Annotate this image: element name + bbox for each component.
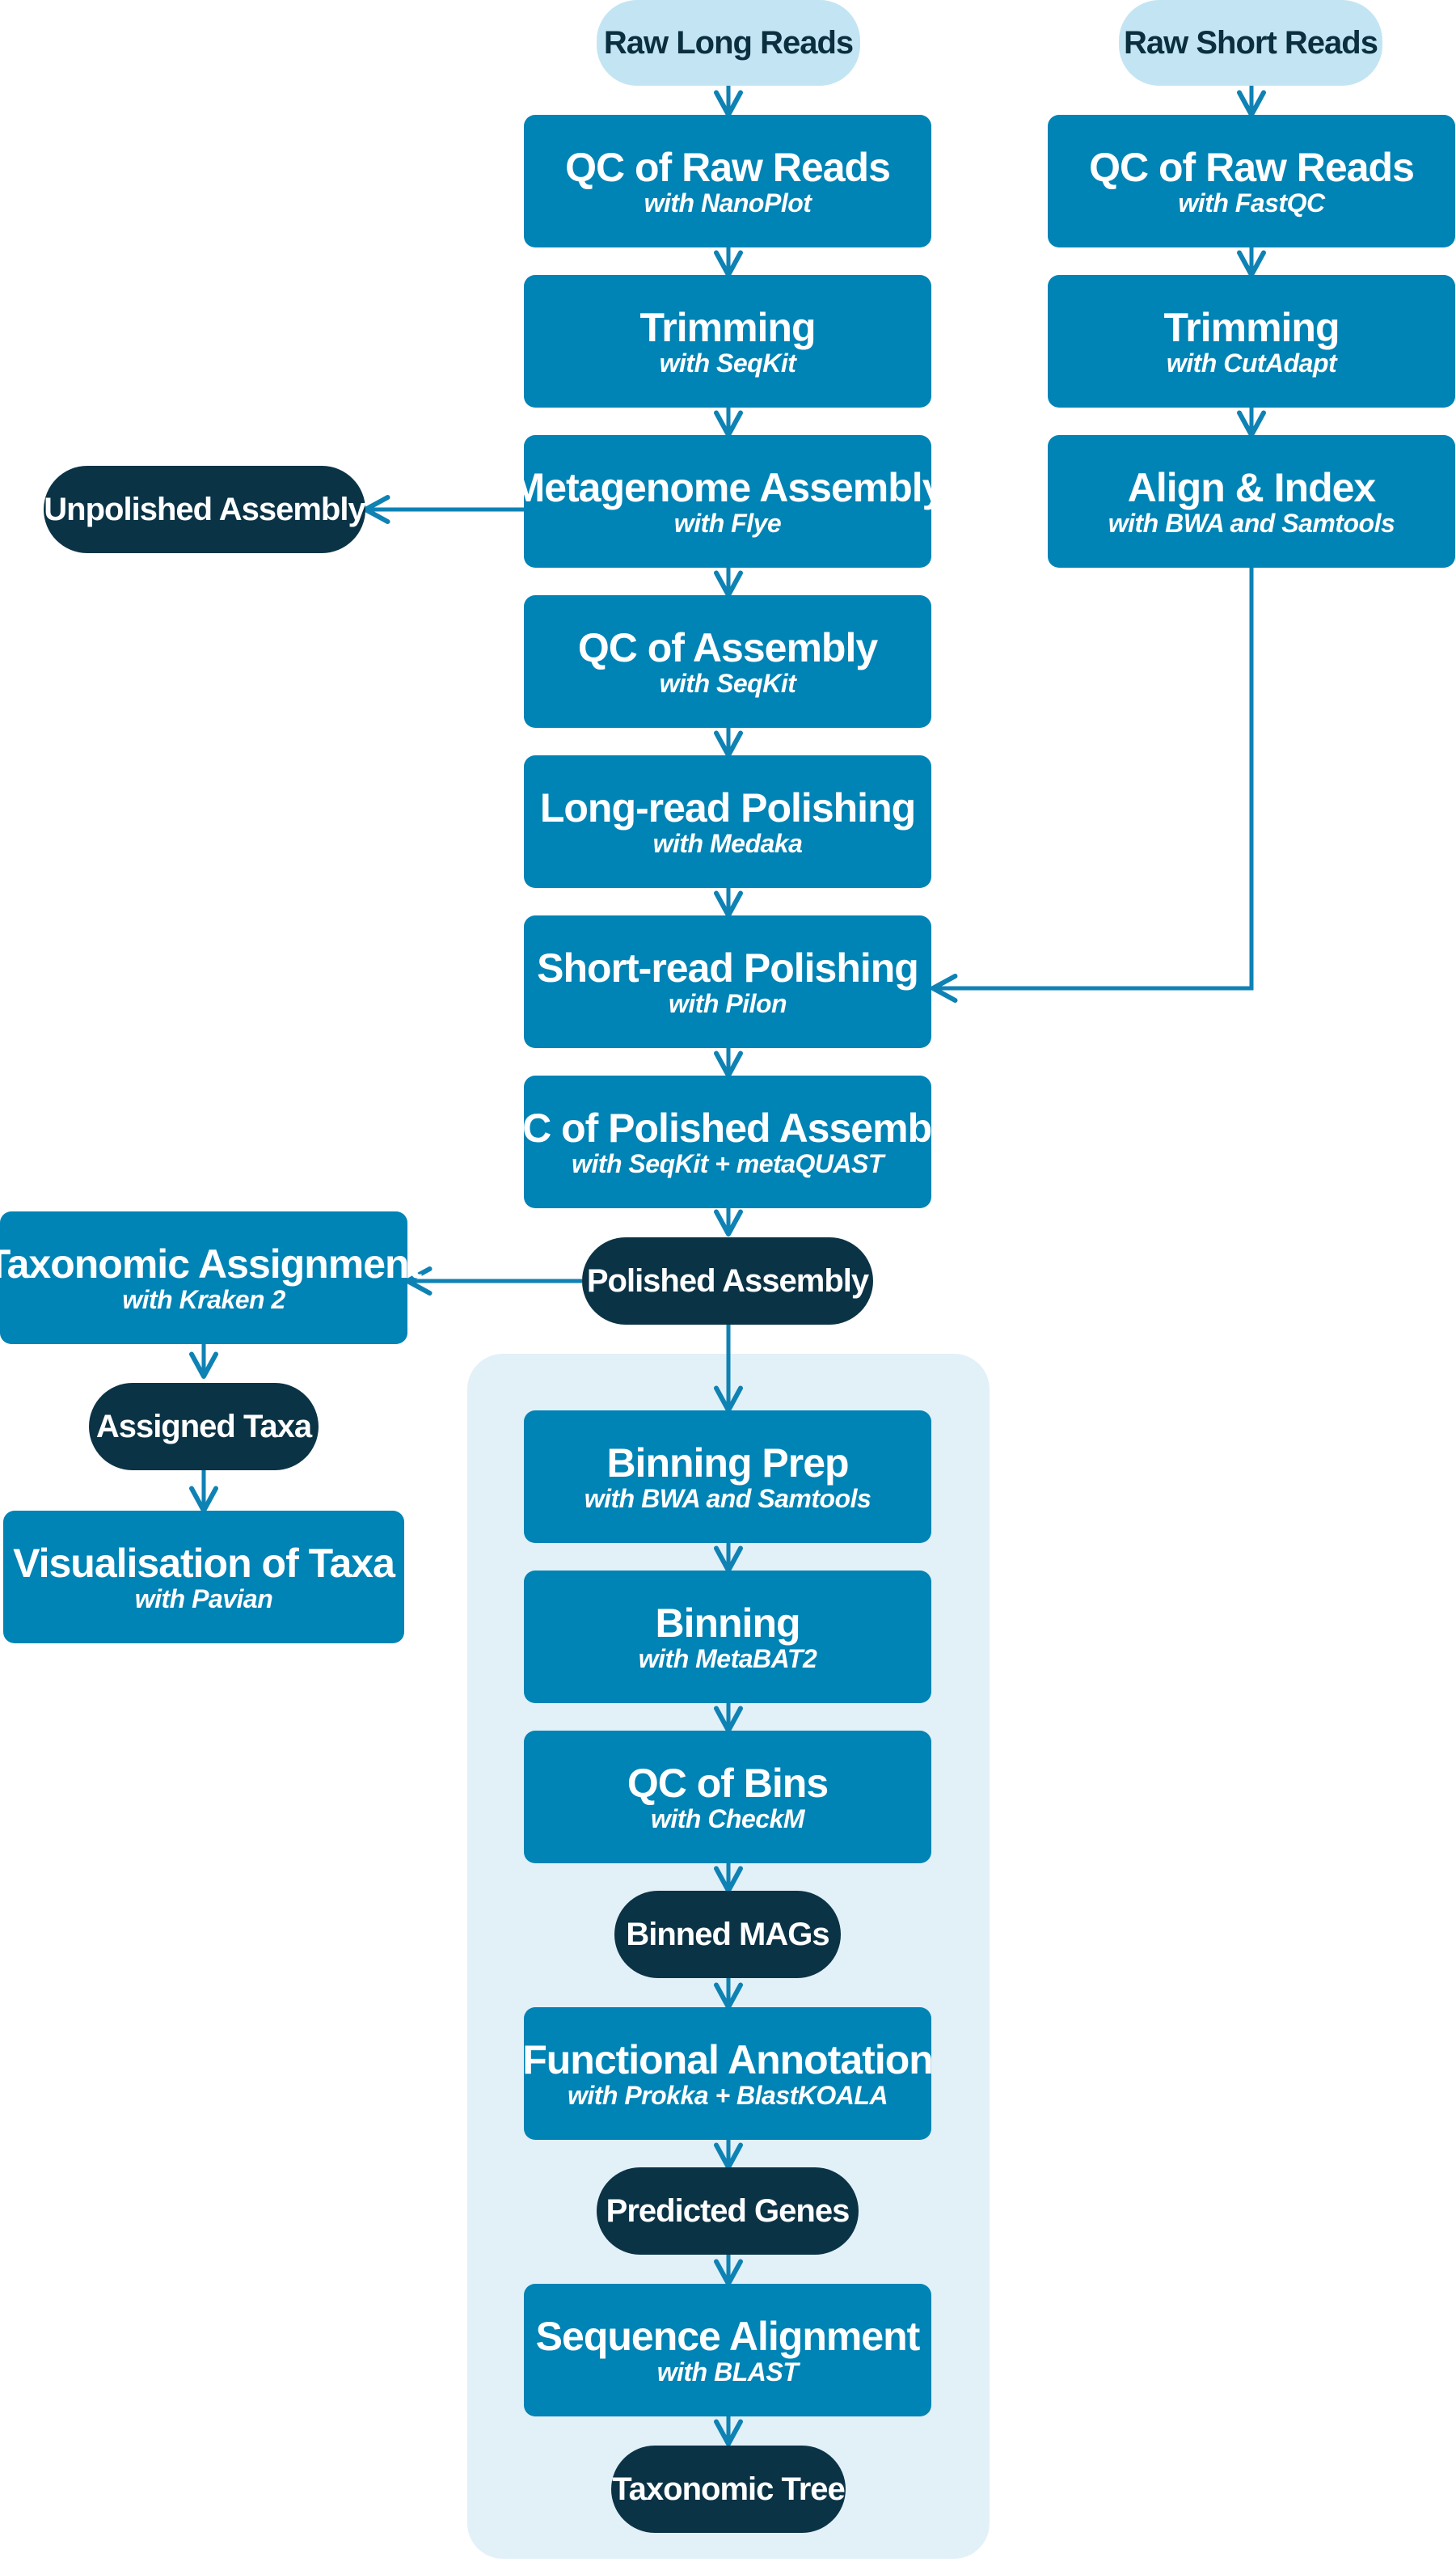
step-sequence-alignment: Sequence Alignment with BLAST bbox=[524, 2284, 931, 2416]
step-tool: with BLAST bbox=[656, 2357, 799, 2387]
step-qc-of-bins: QC of Bins with CheckM bbox=[524, 1731, 931, 1863]
step-tool: with SeqKit + metaQUAST bbox=[572, 1149, 884, 1178]
step-title: QC of Polished Assembly bbox=[492, 1106, 964, 1151]
unpolished-assembly-label: Unpolished Assembly bbox=[44, 492, 365, 527]
step-tool: with SeqKit bbox=[659, 349, 796, 378]
step-tool: with SeqKit bbox=[659, 669, 796, 698]
step-title: QC of Assembly bbox=[577, 625, 878, 670]
step-title: Trimming bbox=[639, 305, 816, 350]
predicted-genes-output: Predicted Genes bbox=[597, 2167, 859, 2255]
step-short-read-polishing: Short-read Polishing with Pilon bbox=[524, 915, 931, 1048]
step-tool: with NanoPlot bbox=[644, 188, 812, 218]
step-title: Taxonomic Assignment bbox=[0, 1241, 422, 1287]
step-qc-raw-short-reads: QC of Raw Reads with FastQC bbox=[1048, 115, 1455, 247]
step-title: Binning Prep bbox=[606, 1440, 849, 1486]
step-tool: with BWA and Samtools bbox=[584, 1484, 871, 1513]
step-trimming-short: Trimming with CutAdapt bbox=[1048, 275, 1455, 408]
polished-assembly-label: Polished Assembly bbox=[586, 1263, 869, 1299]
step-qc-assembly: QC of Assembly with SeqKit bbox=[524, 595, 931, 728]
binned-mags-label: Binned MAGs bbox=[626, 1917, 829, 1952]
step-long-read-polishing: Long-read Polishing with Medaka bbox=[524, 755, 931, 888]
step-tool: with Flye bbox=[673, 509, 782, 538]
step-tool: with Pilon bbox=[668, 989, 787, 1018]
step-title: Short-read Polishing bbox=[537, 945, 919, 991]
step-taxonomic-assignment: Taxonomic Assignment with Kraken 2 bbox=[0, 1211, 422, 1344]
step-tool: with Pavian bbox=[134, 1584, 273, 1613]
step-title: QC of Bins bbox=[627, 1761, 829, 1806]
taxonomic-tree-label: Taxonomic Tree bbox=[612, 2471, 846, 2507]
step-qc-polished-assembly: QC of Polished Assembly with SeqKit + me… bbox=[492, 1076, 964, 1208]
raw-short-reads-label: Raw Short Reads bbox=[1124, 25, 1378, 61]
step-functional-annotation: Functional Annotation with Prokka + Blas… bbox=[522, 2007, 934, 2140]
step-title: QC of Raw Reads bbox=[1089, 145, 1415, 190]
step-metagenome-assembly: Metagenome Assembly with Flye bbox=[512, 435, 944, 568]
step-title: Functional Annotation bbox=[522, 2037, 934, 2082]
taxonomic-tree-output: Taxonomic Tree bbox=[611, 2446, 846, 2533]
step-title: Metagenome Assembly bbox=[511, 465, 945, 510]
step-title: QC of Raw Reads bbox=[565, 145, 891, 190]
step-tool: with Medaka bbox=[652, 829, 803, 858]
step-visualisation-of-taxa: Visualisation of Taxa with Pavian bbox=[3, 1511, 404, 1643]
raw-long-reads-input: Raw Long Reads bbox=[597, 0, 860, 86]
step-tool: with MetaBAT2 bbox=[638, 1644, 817, 1673]
step-tool: with Kraken 2 bbox=[122, 1285, 285, 1314]
step-tool: with CutAdapt bbox=[1166, 349, 1337, 378]
step-binning-prep: Binning Prep with BWA and Samtools bbox=[524, 1410, 931, 1543]
step-tool: with Prokka + BlastKOALA bbox=[567, 2081, 888, 2110]
predicted-genes-label: Predicted Genes bbox=[606, 2193, 850, 2229]
step-title: Visualisation of Taxa bbox=[13, 1541, 395, 1586]
step-tool: with CheckM bbox=[650, 1804, 805, 1833]
step-binning: Binning with MetaBAT2 bbox=[524, 1571, 931, 1703]
step-align-and-index: Align & Index with BWA and Samtools bbox=[1048, 435, 1455, 568]
binned-mags-output: Binned MAGs bbox=[614, 1891, 841, 1978]
assigned-taxa-label: Assigned Taxa bbox=[95, 1409, 312, 1444]
step-tool: with BWA and Samtools bbox=[1108, 509, 1395, 538]
step-title: Align & Index bbox=[1127, 465, 1376, 510]
step-title: Long-read Polishing bbox=[539, 785, 916, 831]
step-tool: with FastQC bbox=[1178, 188, 1325, 218]
raw-short-reads-input: Raw Short Reads bbox=[1119, 0, 1382, 86]
step-trimming-long: Trimming with SeqKit bbox=[524, 275, 931, 408]
unpolished-assembly-output: Unpolished Assembly bbox=[44, 466, 366, 553]
step-title: Binning bbox=[655, 1600, 800, 1646]
step-title: Sequence Alignment bbox=[535, 2314, 921, 2359]
polished-assembly-output: Polished Assembly bbox=[582, 1237, 873, 1325]
step-title: Trimming bbox=[1163, 305, 1340, 350]
assigned-taxa-output: Assigned Taxa bbox=[89, 1383, 319, 1470]
step-qc-raw-long-reads: QC of Raw Reads with NanoPlot bbox=[524, 115, 931, 247]
raw-long-reads-label: Raw Long Reads bbox=[603, 25, 854, 61]
arrow-align-to-short-polish bbox=[931, 568, 1254, 1003]
